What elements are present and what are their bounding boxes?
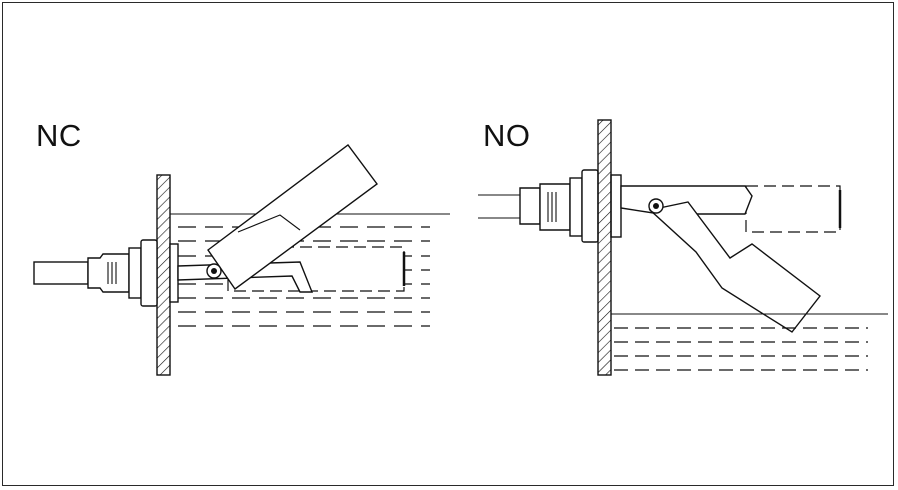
no-water-body [614,327,868,371]
no-float-alternate-position [745,185,842,233]
no-sensor-body [539,169,622,243]
nc-tank-wall [156,174,171,376]
no-float-switch-icon [478,119,888,376]
nc-sensor-body [87,239,179,307]
nc-label: NC [36,118,82,153]
no-float [648,201,821,333]
no-tank-wall [597,119,612,376]
nc-cable [33,261,89,285]
no-label: NO [483,118,531,153]
nc-float-switch-icon [33,144,450,376]
nc-float [207,144,378,290]
no-cable [519,187,541,225]
